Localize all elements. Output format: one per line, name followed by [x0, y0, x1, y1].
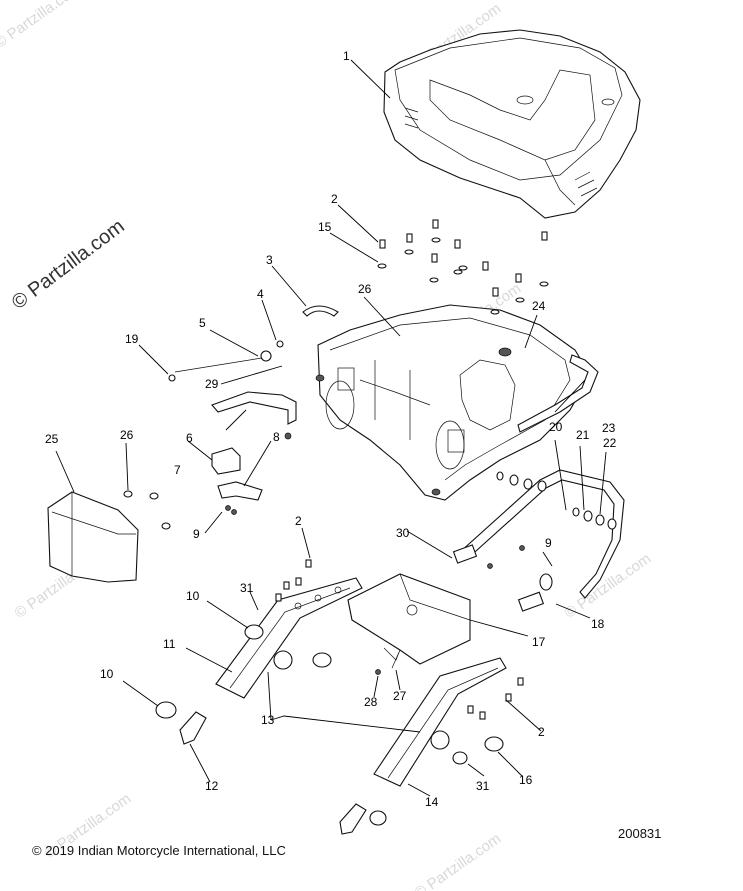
callout-26-upper: 26: [358, 282, 372, 296]
tube-part: [302, 305, 339, 317]
fork-part-lower: [339, 803, 367, 835]
copyright-notice: © 2019 Indian Motorcycle International, …: [32, 843, 286, 858]
callout-28: 28: [364, 695, 378, 709]
callout-31-upper: 31: [240, 581, 254, 595]
trunk-lid-part: [383, 29, 641, 219]
watermark-main: © Partzilla.com: [8, 215, 129, 314]
callout-16: 16: [519, 773, 533, 787]
latch-part: [211, 447, 241, 475]
callout-31-lower: 31: [476, 779, 490, 793]
latch-bracket-part: [217, 481, 263, 501]
callout-6: 6: [186, 431, 193, 445]
callout-2-mid: 2: [295, 514, 302, 528]
right-rail-part: [373, 657, 507, 787]
cable-part: [168, 340, 284, 382]
callout-5: 5: [199, 316, 206, 330]
bushing-lower: [369, 810, 387, 826]
callout-10-lower: 10: [100, 667, 114, 681]
bracket-screw: [284, 432, 292, 440]
drawing-number: 200831: [618, 826, 662, 841]
screw-group-right: [467, 677, 524, 720]
washer-stack: [487, 471, 617, 569]
callout-25: 25: [45, 432, 59, 446]
damper: [273, 650, 293, 670]
callout-30: 30: [396, 526, 410, 540]
nut: [161, 522, 171, 530]
callout-7: 7: [174, 463, 181, 477]
callout-13: 13: [261, 713, 275, 727]
callout-19: 19: [125, 332, 139, 346]
nut: [123, 490, 133, 498]
callout-15: 15: [318, 220, 332, 234]
callout-18: 18: [591, 617, 605, 631]
damper-nut: [312, 652, 332, 668]
callout-2-lower: 2: [538, 725, 545, 739]
callout-17: 17: [532, 635, 546, 649]
callout-1: 1: [343, 49, 350, 63]
bushing: [452, 751, 468, 765]
callout-4: 4: [257, 287, 264, 301]
hinge-bracket-part: [211, 391, 297, 425]
callout-20: 20: [549, 420, 563, 434]
callout-labels: 1 2 15 3 4 26 5 24 19 29 6 23 26 25 8 20…: [45, 49, 617, 809]
callout-22: 22: [603, 436, 617, 450]
watermark-bottom-mid: © Partzilla.com: [412, 830, 505, 891]
callout-2-top: 2: [331, 192, 338, 206]
callout-8: 8: [273, 430, 280, 444]
trunk-base-part: [315, 304, 591, 501]
callout-9-left: 9: [193, 527, 200, 541]
damper: [430, 730, 450, 750]
callout-21: 21: [576, 428, 590, 442]
callout-10-upper: 10: [186, 589, 200, 603]
callout-23: 23: [602, 421, 616, 435]
bushing-part: [155, 701, 177, 719]
leader-lines: [55, 59, 607, 797]
callout-11: 11: [163, 637, 176, 651]
fork-part: [179, 711, 207, 745]
screw-group-left: [275, 559, 312, 602]
callout-9-right: 9: [545, 536, 552, 550]
callout-24: 24: [532, 299, 546, 313]
watermark-top-left: © Partzilla.com: [0, 0, 84, 52]
clip-part: [383, 647, 401, 669]
nut: [149, 492, 159, 500]
callout-12: 12: [205, 779, 219, 793]
cover-pad-part: [47, 491, 139, 583]
callout-14: 14: [425, 795, 439, 809]
bushing: [244, 624, 264, 640]
support-rail-part: [452, 469, 625, 612]
callout-27: 27: [393, 689, 407, 703]
mounting-plate-part: [347, 573, 471, 665]
left-rail-part: [215, 577, 363, 699]
damper-nut: [484, 736, 504, 752]
callout-26-left: 26: [120, 428, 134, 442]
trunk-seal-part: [517, 354, 599, 433]
callout-29: 29: [205, 377, 219, 391]
callout-3: 3: [266, 253, 273, 267]
fastener-group-top: [377, 219, 549, 315]
